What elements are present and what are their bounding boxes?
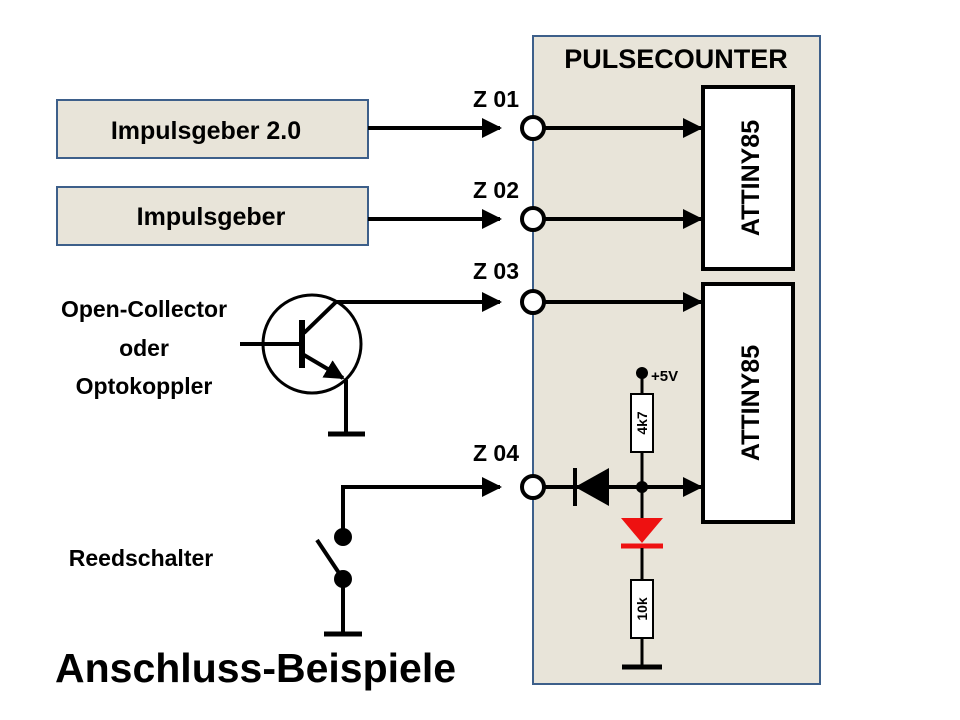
led-resistor-label: 10k	[634, 597, 650, 621]
reedschalter-label: Reedschalter	[69, 545, 214, 571]
supply-5v-label: +5V	[651, 368, 678, 385]
open-collector-label: Open-Collector	[61, 296, 227, 322]
diode-icon	[575, 468, 609, 506]
attiny85-chip-1-label: ATTINY85	[737, 120, 765, 236]
attiny85-chip-2-label: ATTINY85	[737, 345, 765, 461]
pullup-resistor-label: 4k7	[634, 411, 650, 435]
impulsgeber-box	[56, 186, 369, 246]
terminal-z04-label: Z 04	[473, 440, 519, 466]
terminal-z03	[520, 289, 546, 315]
attiny85-chip-2	[701, 282, 795, 524]
terminal-z01	[520, 115, 546, 141]
impulsgeber-label: Impulsgeber	[137, 203, 286, 231]
transistor-collector	[302, 300, 500, 335]
led-icon	[621, 518, 663, 543]
pulsecounter-title: PULSECOUNTER	[564, 44, 788, 74]
terminal-z01-label: Z 01	[473, 86, 519, 112]
optokoppler-label: Optokoppler	[76, 373, 213, 399]
footer-title: Anschluss-Beispiele	[55, 645, 456, 691]
reed-switch-blade	[315, 538, 345, 581]
attiny85-chip-1	[701, 85, 795, 271]
terminal-z02-label: Z 02	[473, 177, 519, 203]
impulsgeber-2-label: Impulsgeber 2.0	[111, 117, 301, 145]
terminal-z02	[520, 206, 546, 232]
terminal-z04	[520, 474, 546, 500]
oder-label: oder	[119, 335, 169, 361]
reed-switch-top-wire	[341, 485, 500, 535]
transistor-emitter	[302, 353, 345, 380]
impulsgeber-2-box	[56, 99, 369, 159]
reed-switch-contact-top	[334, 528, 352, 546]
terminal-z03-label: Z 03	[473, 258, 519, 284]
